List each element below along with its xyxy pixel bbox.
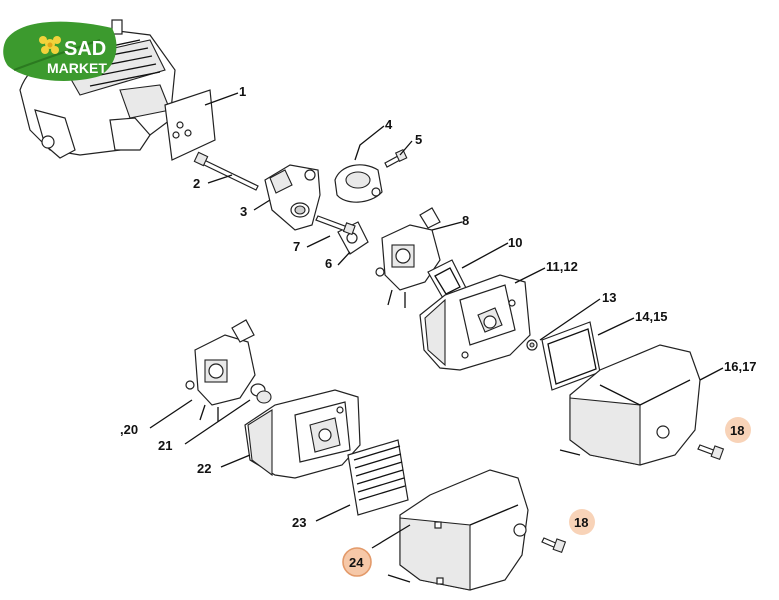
flower-icon [39,36,61,54]
callout-1: 1 [239,84,246,99]
sad-market-logo: SAD MARKET [3,21,117,81]
callout-13: 13 [602,290,616,305]
part-fitting-21 [250,383,272,404]
part-manifold-3 [264,164,321,231]
callout-2: 2 [193,176,200,191]
callout-24: 24 [349,555,364,570]
callout-23: 23 [292,515,306,530]
callout-10: 10 [508,235,522,250]
callout-7: 7 [293,239,300,254]
callout-3: 3 [240,204,247,219]
highlight-24-ring [342,547,372,577]
part-filter-23 [347,439,409,516]
part-filter-base-11 [419,274,531,371]
callout-21: 21 [158,438,172,453]
part-screw-2 [193,151,259,191]
part-screw-18-right [697,444,725,461]
part-gasket-1 [164,89,216,161]
callout-14-15: 14,15 [635,309,668,324]
callout-8: 8 [462,213,469,228]
part-nut-13 [526,339,538,351]
logo-line2: MARKET [47,60,107,76]
part-filter-base-22 [244,389,361,479]
part-cover-24 [387,469,529,591]
part-screw-18-lower [541,537,567,554]
callout-labels: 1 2 3 4 5 6 7 8 10 11,12 13 14,15 16,17 … [120,84,757,570]
callout-4: 4 [385,117,393,132]
part-screw-7 [315,215,356,236]
leader-lines [149,92,724,549]
callout-6: 6 [325,256,332,271]
callout-11-12: 11,12 [546,259,578,274]
callout-16-17: 16,17 [724,359,757,374]
part-carburetor-20 [185,319,256,422]
leaf-shape [3,21,117,81]
part-carburetor-8 [375,207,441,308]
logo-line1: SAD [64,38,106,60]
highlight-18-right [725,417,751,443]
callout-18-lower: 18 [574,515,588,530]
callout-20: ,20 [120,422,138,437]
part-cover-16 [559,344,701,466]
highlight-18-lower [569,509,595,535]
part-filter-14 [541,321,601,391]
callout-18-right: 18 [730,423,744,438]
highlight-markers [342,417,751,577]
part-boot-4 [334,164,383,203]
callout-22: 22 [197,461,211,476]
callout-5: 5 [415,132,422,147]
part-screw-5 [384,148,408,168]
